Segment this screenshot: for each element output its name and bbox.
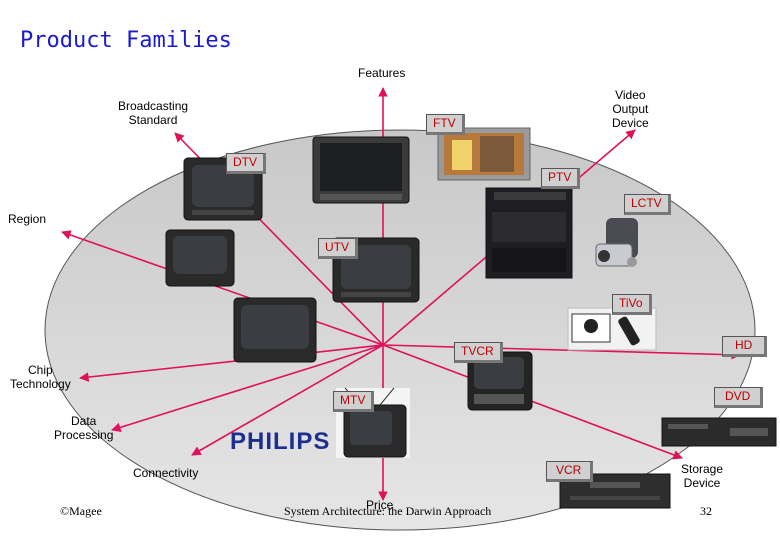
axis-label-price: Price — [366, 498, 394, 512]
tag-dvd: DVD — [714, 387, 764, 408]
arrow-data-processing — [111, 344, 384, 432]
axis-label-region: Region — [8, 212, 47, 226]
crt-tv-chip — [233, 297, 317, 363]
arrow-connectivity — [191, 344, 384, 456]
arrow-hd — [382, 344, 741, 360]
projection-tv-image — [485, 187, 573, 279]
footer-center: System Architecture: the Darwin Approach — [284, 504, 492, 518]
tag-vcr: VCR — [546, 461, 594, 482]
philips-logo: PHILIPS — [230, 428, 331, 455]
axis-label-connectivity: Connectivity — [133, 466, 199, 480]
arrow-chip — [79, 344, 384, 382]
tag-utv: UTV — [318, 238, 358, 259]
tag-dtv: DTV — [226, 153, 266, 174]
camcorder-image — [595, 218, 638, 267]
axis-label-chip: Chip Technology — [10, 363, 71, 391]
axis-label-broadcasting: Broadcasting Standard — [118, 99, 189, 127]
crt-tv-region — [165, 229, 235, 287]
axis-label-video-output: Video Output Device — [612, 88, 649, 130]
flat-panel-tv-image — [437, 127, 531, 181]
tvcr-image — [467, 351, 533, 411]
axis-label-storage: Storage Device — [681, 462, 724, 490]
axis-label-features: Features — [358, 66, 406, 80]
tag-tvcr: TVCR — [454, 342, 503, 363]
footer-author: ©Magee — [60, 504, 102, 518]
slide-title: Product Families — [20, 28, 232, 53]
tag-ftv: FTV — [426, 114, 465, 135]
widescreen-tv-image — [312, 136, 410, 204]
tag-hd: HD — [722, 336, 768, 357]
tag-ptv: PTV — [541, 168, 581, 189]
axis-label-data-processing: Data Processing — [54, 414, 114, 442]
tag-tivo: TiVo — [612, 294, 652, 315]
dvd-player-image — [661, 417, 777, 447]
tag-lctv: LCTV — [624, 194, 671, 215]
tivo-image — [567, 307, 657, 351]
arrow-region — [61, 230, 384, 346]
footer-page-number: 32 — [700, 504, 712, 518]
tag-mtv: MTV — [333, 391, 375, 412]
